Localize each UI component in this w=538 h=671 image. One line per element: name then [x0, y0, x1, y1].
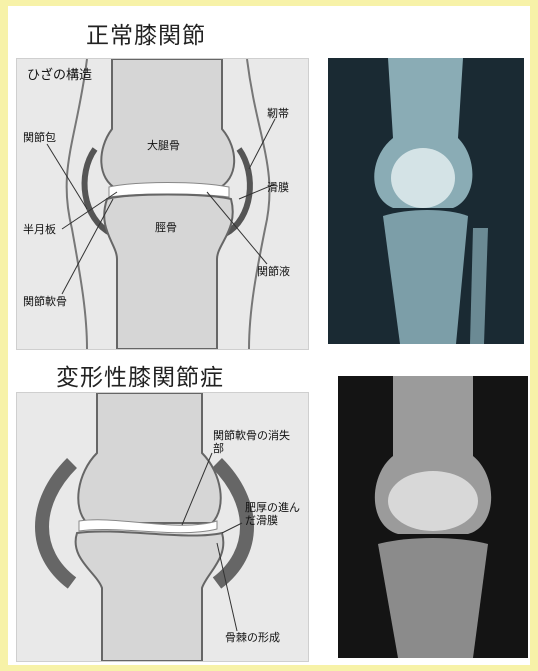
- figure-panel: 正常膝関節 変形性膝関節症 ひざの構造 関節包 大腿骨 靭帯: [8, 6, 530, 665]
- tibia-label: 脛骨: [155, 221, 177, 234]
- normal-knee-title: 正常膝関節: [86, 16, 206, 50]
- normal-knee-diagram: ひざの構造 関節包 大腿骨 靭帯 滑膜 半月板 脛骨 関節液 関節軟骨: [16, 58, 309, 350]
- cartilage-loss-label: 関節軟骨の消失部: [213, 429, 293, 455]
- normal-knee-xray: [328, 58, 524, 344]
- femur-label: 大腿骨: [147, 139, 180, 152]
- cartilage-label: 関節軟骨: [23, 295, 67, 308]
- normal-xray-image: [328, 58, 524, 344]
- osteophyte-label: 骨棘の形成: [225, 631, 280, 644]
- thick-synovium-label: 肥厚の進んだ滑膜: [245, 501, 301, 527]
- oa-xray-image: [338, 376, 528, 658]
- section-label: ひざの構造: [27, 69, 92, 82]
- ligament-label: 靭帯: [267, 107, 289, 120]
- synovial-fluid-label: 関節液: [257, 265, 290, 278]
- oa-knee-xray: [338, 376, 528, 658]
- meniscus-label: 半月板: [23, 223, 56, 236]
- capsule-label: 関節包: [23, 131, 56, 144]
- oa-knee-title: 変形性膝関節症: [56, 358, 224, 392]
- synovium-label: 滑膜: [267, 181, 289, 194]
- oa-knee-diagram: 関節軟骨の消失部 肥厚の進んだ滑膜 骨棘の形成: [16, 392, 309, 662]
